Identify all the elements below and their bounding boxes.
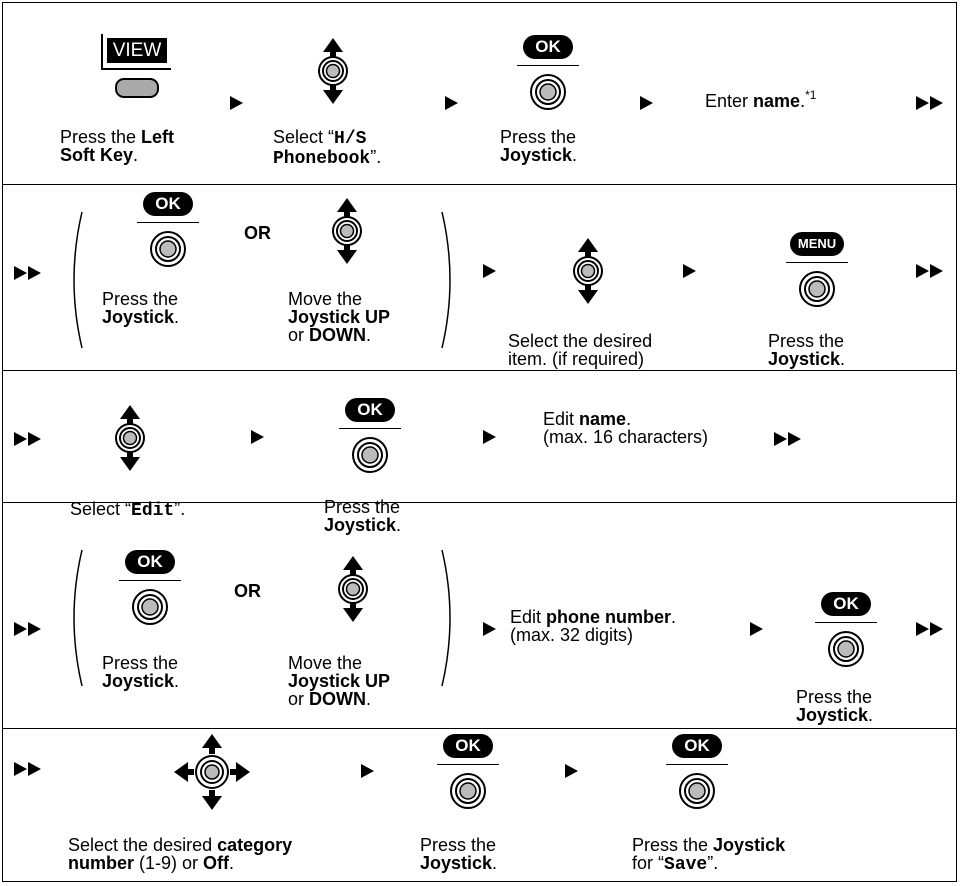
next-step-arrow	[565, 764, 578, 778]
caption-edit-phone-number: Edit phone number. (max. 32 digits)	[510, 607, 677, 645]
next-step-arrow	[483, 430, 496, 444]
menu-label: MENU	[790, 232, 844, 256]
soft-key-button	[115, 78, 159, 98]
joystick-up-down-icon	[110, 403, 150, 473]
continue-arrow	[14, 762, 44, 776]
caption-select-category: Select the desired category number (1-9)…	[68, 835, 293, 873]
left-parenthesis	[64, 548, 84, 688]
ok-label: OK	[125, 550, 175, 574]
next-step-arrow	[445, 96, 458, 110]
caption-enter-name: Enter name.*1	[705, 88, 817, 111]
continue-arrow	[774, 432, 804, 446]
ok-joystick-icon: OK	[665, 734, 729, 811]
caption-press-joystick: Press the Joystick.	[324, 497, 402, 535]
joystick-up-down-icon	[568, 236, 608, 306]
next-step-arrow	[361, 764, 374, 778]
continue-arrow	[14, 266, 44, 280]
ok-label: OK	[443, 734, 493, 758]
ok-label: OK	[523, 35, 573, 59]
next-step-arrow	[640, 96, 653, 110]
caption-move-joystick: Move the Joystick UP or DOWN.	[288, 289, 391, 345]
next-step-arrow	[230, 96, 243, 110]
ok-label: OK	[345, 398, 395, 422]
caption-press-joystick: Press the Joystick.	[420, 835, 498, 873]
left-parenthesis	[64, 210, 84, 350]
footnote-marker: *1	[805, 88, 817, 102]
caption-edit-name: Edit name. (max. 16 characters)	[543, 409, 709, 447]
ok-joystick-icon: OK	[814, 592, 878, 669]
caption-press-joystick: Press the Joystick.	[102, 289, 180, 327]
caption-select-phonebook: Select “H/S Phonebook”.	[273, 127, 382, 169]
continue-arrow	[916, 96, 946, 110]
caption-select-edit: Select “Edit”.	[70, 499, 186, 521]
next-step-arrow	[683, 264, 696, 278]
caption-press-joystick-save: Press the Joystick for “Save”.	[632, 835, 786, 875]
caption-press-joystick: Press the Joystick.	[768, 331, 846, 369]
caption-press-joystick: Press the Joystick.	[500, 127, 578, 165]
caption-press-joystick: Press the Joystick.	[102, 653, 180, 691]
ok-label: OK	[143, 192, 193, 216]
continue-arrow	[14, 432, 44, 446]
next-step-arrow	[750, 622, 763, 636]
ok-joystick-icon: OK	[436, 734, 500, 811]
row-separator	[2, 502, 957, 503]
ok-label: OK	[821, 592, 871, 616]
joystick-four-way-icon	[172, 732, 252, 812]
joystick-up-down-icon	[327, 196, 367, 266]
row-separator	[2, 184, 957, 185]
caption-select-item: Select the desired item. (if required)	[508, 331, 653, 369]
or-label: OR	[244, 223, 271, 243]
caption-press-joystick: Press the Joystick.	[796, 687, 874, 725]
ok-label: OK	[672, 734, 722, 758]
next-step-arrow	[483, 264, 496, 278]
or-label: OR	[234, 581, 261, 601]
next-step-arrow	[251, 430, 264, 444]
row-separator	[2, 370, 957, 371]
continue-arrow	[14, 622, 44, 636]
caption-move-joystick: Move the Joystick UP or DOWN.	[288, 653, 391, 709]
right-parenthesis	[440, 548, 460, 688]
ok-joystick-icon: OK	[516, 35, 580, 112]
joystick-up-down-icon	[313, 36, 353, 106]
caption-press-left-soft-key: Press the Left Soft Key.	[60, 127, 175, 165]
view-label: VIEW	[107, 38, 167, 63]
ok-joystick-icon: OK	[136, 192, 200, 269]
continue-arrow	[916, 622, 946, 636]
menu-joystick-icon: MENU	[785, 232, 849, 309]
left-soft-key-icon: VIEW	[101, 34, 173, 98]
joystick-up-down-icon	[333, 554, 373, 624]
row-separator	[2, 728, 957, 729]
ok-joystick-icon: OK	[118, 550, 182, 627]
right-parenthesis	[440, 210, 460, 350]
continue-arrow	[916, 264, 946, 278]
next-step-arrow	[483, 622, 496, 636]
ok-joystick-icon: OK	[338, 398, 402, 475]
